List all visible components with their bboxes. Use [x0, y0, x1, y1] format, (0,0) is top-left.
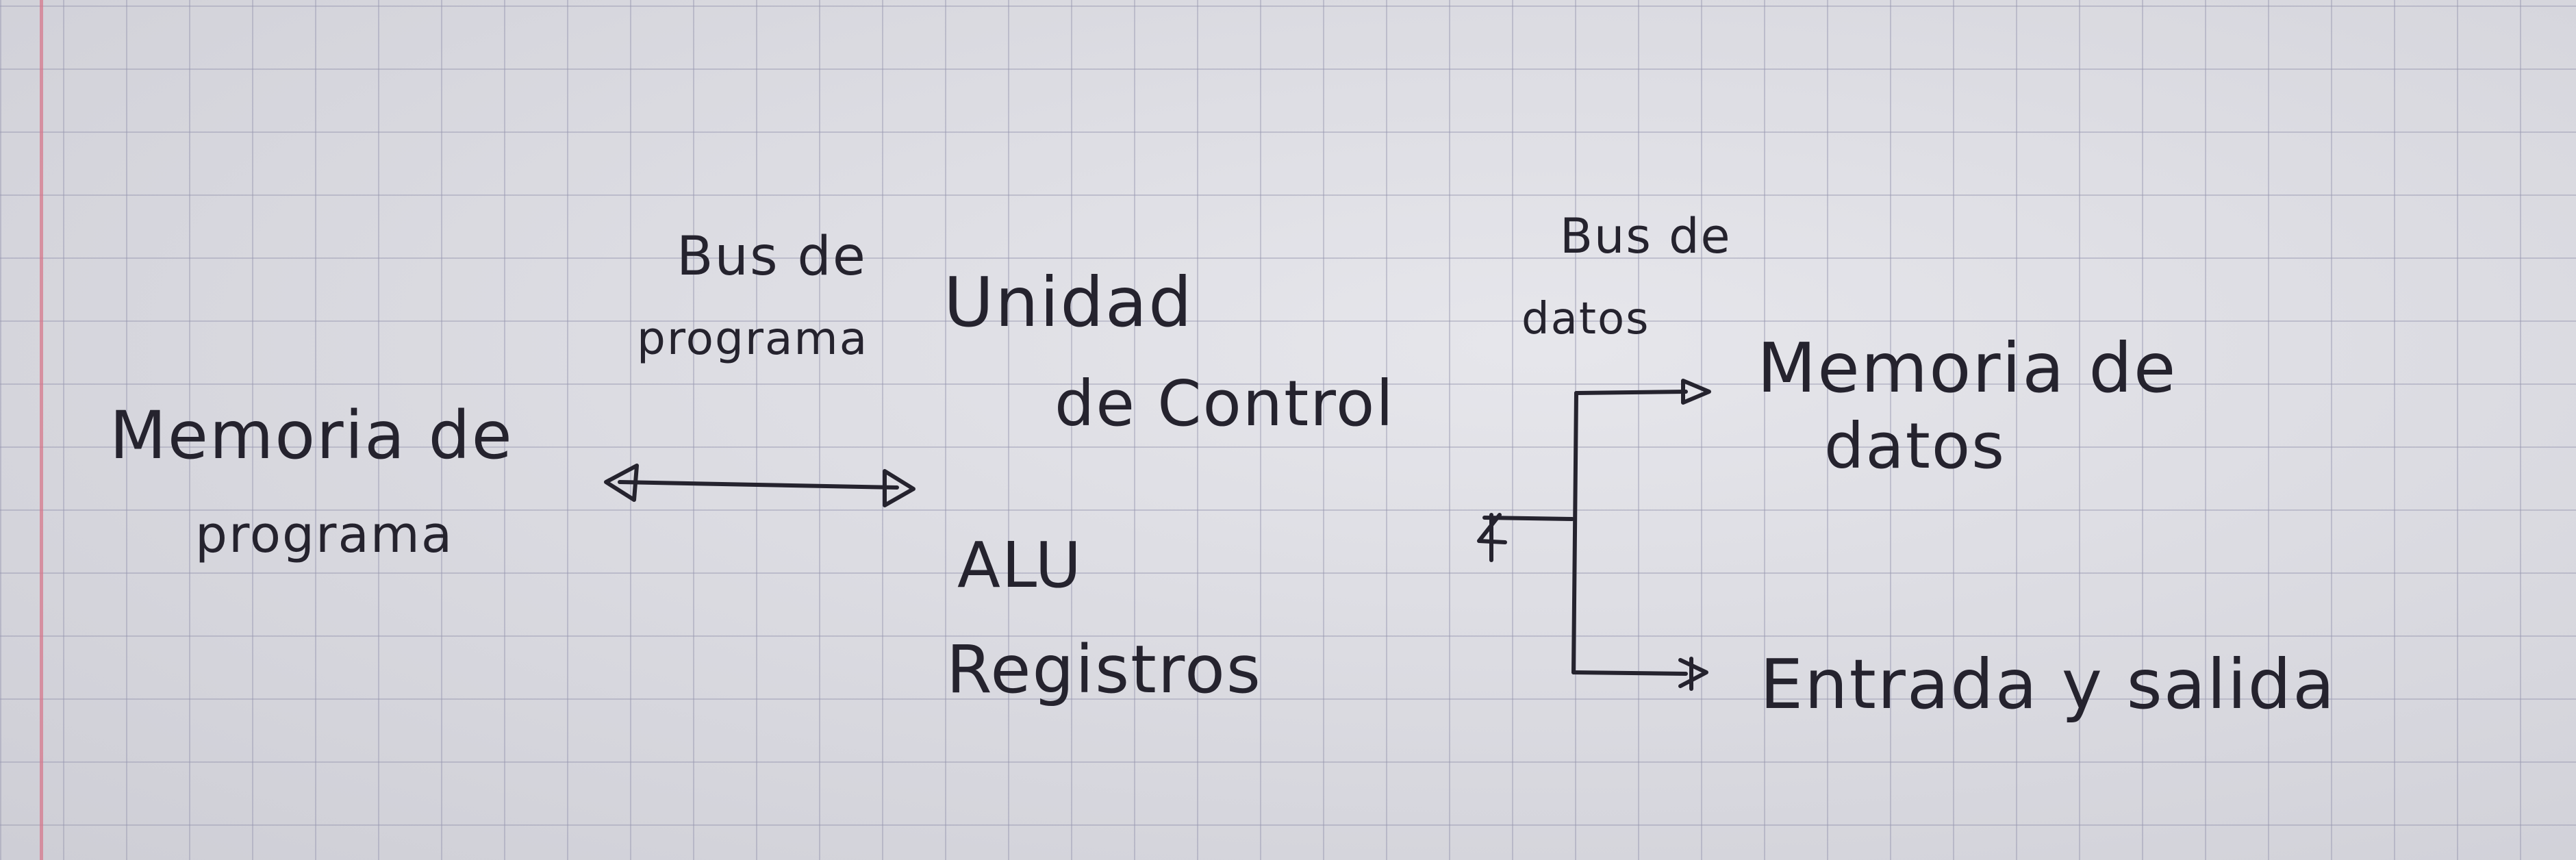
registros-label: Registros: [946, 631, 1262, 708]
bus-programa-arrowhead-right: [883, 469, 916, 507]
bus-datos-label-line1: Bus de: [1560, 208, 1732, 264]
margin-line: [40, 0, 43, 860]
bus-programa-label-line1: Bus de: [677, 226, 867, 288]
bus-datos-branch-es: [1571, 670, 1688, 676]
unidad-control-label-line1: Unidad: [944, 262, 1194, 342]
bus-programa-arrowhead-left: [604, 464, 639, 502]
bus-datos-arrowhead-memoria: [1681, 379, 1711, 405]
memoria-programa-label-line2: programa: [195, 505, 454, 564]
alu-label: ALU: [957, 529, 1083, 602]
bus-programa-label-line2: programa: [637, 312, 869, 365]
bus-datos-arrowhead-es: [1678, 658, 1708, 688]
entrada-salida-label: Entrada y salida: [1760, 644, 2336, 724]
memoria-programa-label-line1: Memoria de: [110, 397, 514, 474]
bus-datos-trunk: [1571, 391, 1578, 674]
unidad-control-label-line2: de Control: [1055, 367, 1395, 440]
bus-datos-stub: [1482, 516, 1574, 521]
bus-programa-line: [618, 480, 899, 490]
bus-datos-label-line2: datos: [1521, 294, 1650, 344]
memoria-datos-label-line2: datos: [1824, 409, 2006, 483]
bus-datos-branch-memoria: [1574, 390, 1688, 395]
memoria-datos-label-line1: Memoria de: [1757, 328, 2177, 408]
